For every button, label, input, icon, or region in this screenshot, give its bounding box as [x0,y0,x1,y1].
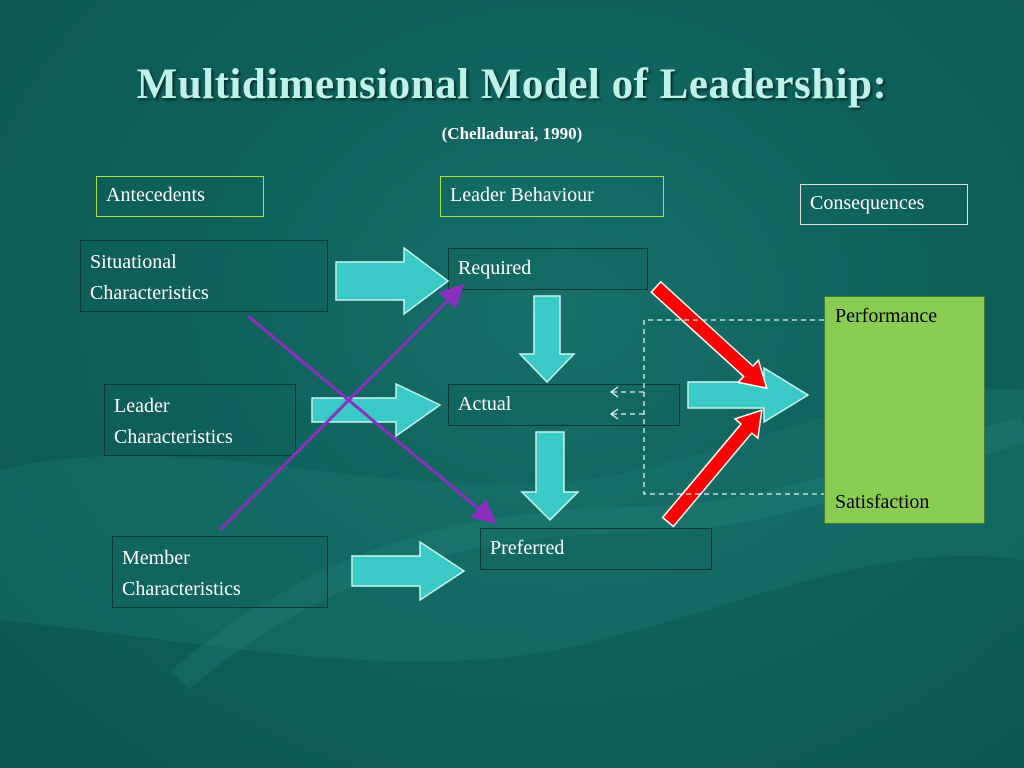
leader-line-2: Characteristics [114,426,233,448]
situational-to-required-arrow [335,246,450,316]
consequences-header: Consequences [800,184,968,225]
member-characteristics-box: Member Characteristics [112,536,328,608]
feedback-arrowhead-lower [609,408,619,420]
actual-box: Actual [448,384,680,426]
situational-to-preferred-line [247,314,497,524]
required-box: Required [448,248,648,290]
actual-label: Actual [458,393,512,415]
feedback-loop-dashed [643,319,824,495]
consequences-box: Performance Satisfaction [824,296,985,524]
leader-behaviour-header: Leader Behaviour [440,176,664,217]
member-line-1: Member [122,547,190,569]
page-title: Multidimensional Model of Leadership: [136,61,888,108]
situational-characteristics-box: Situational Characteristics [80,240,328,312]
actual-to-preferred-arrow [520,431,580,522]
preferred-box: Preferred [480,528,712,570]
antecedents-header-label: Antecedents [106,184,205,206]
antecedents-header: Antecedents [96,176,264,217]
preferred-to-satisfaction-arrow [661,409,763,528]
required-to-performance-arrow [650,280,768,390]
leader-to-actual-arrow [311,382,442,438]
member-to-required-line [218,283,465,532]
satisfaction-label: Satisfaction [835,491,930,513]
page-subtitle: (Chelladurai, 1990) [441,124,583,143]
situational-line-1: Situational [90,251,177,273]
leader-behaviour-header-label: Leader Behaviour [450,184,594,206]
preferred-label: Preferred [490,537,565,559]
required-label: Required [458,257,532,279]
performance-label: Performance [835,305,938,327]
member-to-preferred-arrow [351,540,466,602]
consequences-header-label: Consequences [810,192,925,214]
feedback-arrowhead-upper [609,386,619,398]
situational-line-2: Characteristics [90,282,209,304]
leader-characteristics-box: Leader Characteristics [104,384,296,456]
leader-line-1: Leader [114,395,170,417]
required-to-actual-arrow [518,295,576,384]
member-line-2: Characteristics [122,578,241,600]
